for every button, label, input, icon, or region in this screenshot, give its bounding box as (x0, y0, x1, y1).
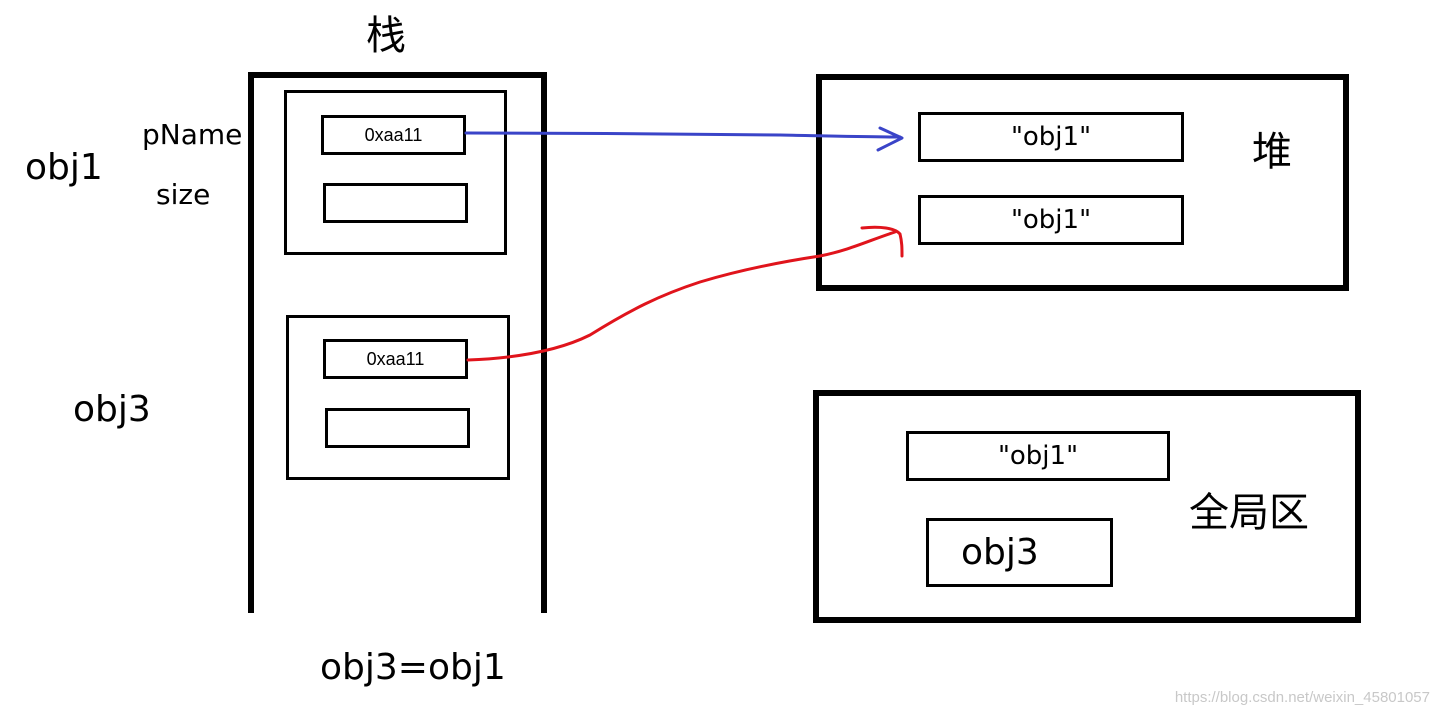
heap-title: 堆 (1252, 129, 1292, 175)
stack-title: 栈 (366, 13, 406, 59)
stack-top-border (248, 72, 547, 78)
global-obj3-text: obj3 (961, 531, 1039, 573)
global-string-text: "obj1" (997, 441, 1079, 471)
global-string-cell: "obj1" (906, 431, 1170, 481)
global-region (813, 390, 1361, 623)
heap-region (816, 74, 1349, 291)
heap-string-1: "obj1" (918, 112, 1184, 162)
obj1-stack-frame (284, 90, 507, 255)
obj1-pointer-arrow (464, 131, 902, 139)
global-obj3-cell: obj3 (926, 518, 1113, 587)
obj3-arrowhead (860, 225, 904, 258)
obj1-pname-value: 0xaa11 (364, 124, 423, 145)
obj3-stack-frame (286, 315, 510, 480)
obj3-pname-cell: 0xaa11 (323, 339, 468, 379)
heap-string-2: "obj1" (918, 195, 1184, 245)
obj3-pname-value: 0xaa11 (366, 348, 425, 369)
heap-string-2-text: "obj1" (1010, 205, 1092, 235)
global-title: 全局区 (1189, 490, 1309, 536)
obj1-arrowhead (876, 126, 904, 152)
obj3-label: obj3 (73, 389, 151, 430)
obj1-label: obj1 (25, 147, 103, 188)
obj3-size-cell (325, 408, 470, 448)
size-label: size (156, 178, 211, 211)
obj3-pointer-arrow (466, 230, 897, 362)
assignment-label: obj3=obj1 (320, 647, 506, 688)
obj1-pname-cell: 0xaa11 (321, 115, 466, 155)
pname-label: pName (142, 118, 243, 151)
stack-right-border (541, 72, 547, 613)
watermark: https://blog.csdn.net/weixin_45801057 (1174, 689, 1430, 706)
obj1-size-cell (323, 183, 468, 223)
stack-left-border (248, 72, 254, 613)
heap-string-1-text: "obj1" (1010, 122, 1092, 152)
